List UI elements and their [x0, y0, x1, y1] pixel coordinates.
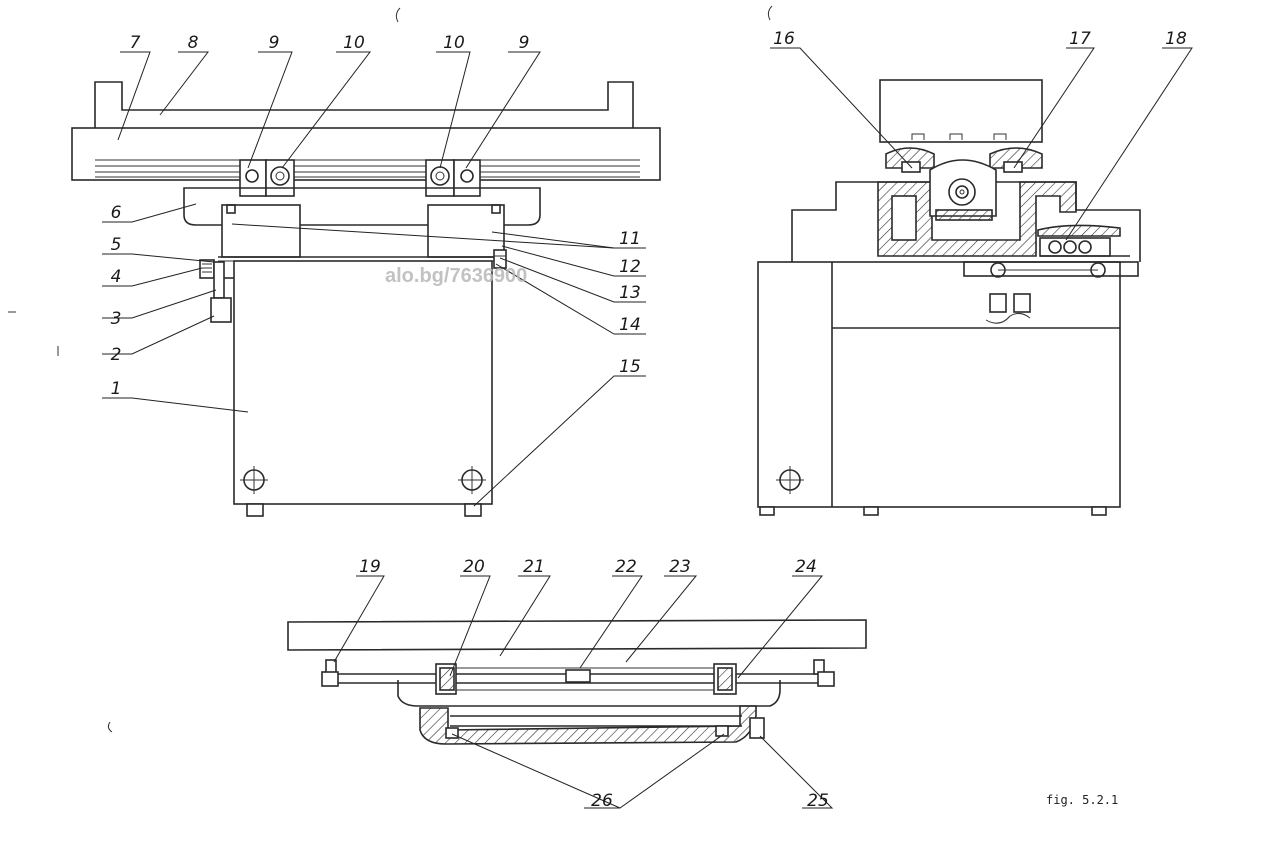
- label-10-left: 10: [343, 33, 365, 53]
- label-26: 26: [591, 791, 613, 811]
- label-17: 17: [1069, 29, 1091, 49]
- label-13: 13: [619, 283, 641, 303]
- label-25: 25: [807, 791, 829, 811]
- label-10-right: 10: [443, 33, 465, 53]
- label-7: 7: [130, 33, 141, 53]
- bottom-view: [287, 619, 867, 745]
- label-4: 4: [111, 267, 122, 287]
- label-9-left: 9: [269, 33, 280, 53]
- label-16: 16: [773, 29, 795, 49]
- part-labels: 7 8 9 10 10 9 6 5 4 3 2 1 11 12 13 14 15…: [111, 29, 1187, 811]
- figure-caption: fig. 5.2.1: [1046, 793, 1118, 807]
- label-1: 1: [111, 379, 122, 399]
- watermark: alo.bg/7636900: [385, 265, 527, 287]
- label-22: 22: [615, 557, 637, 577]
- label-23: 23: [669, 557, 691, 577]
- label-18: 18: [1165, 29, 1187, 49]
- side-leaders: [770, 47, 1193, 241]
- label-9-right: 9: [519, 33, 530, 53]
- label-2: 2: [111, 345, 122, 365]
- label-12: 12: [619, 257, 641, 277]
- label-19: 19: [359, 557, 381, 577]
- label-11: 11: [619, 229, 641, 249]
- label-14: 14: [619, 315, 641, 335]
- label-20: 20: [463, 557, 485, 577]
- label-15: 15: [619, 357, 641, 377]
- label-24: 24: [795, 557, 817, 577]
- side-view: [757, 79, 1141, 516]
- label-3: 3: [111, 309, 122, 329]
- label-8: 8: [188, 33, 199, 53]
- bottom-leaders: [333, 575, 834, 809]
- front-view: [71, 81, 661, 517]
- front-leaders: [102, 51, 646, 507]
- scan-marks: [8, 5, 773, 733]
- label-6: 6: [111, 203, 122, 223]
- label-21: 21: [523, 557, 545, 577]
- label-5: 5: [111, 235, 122, 255]
